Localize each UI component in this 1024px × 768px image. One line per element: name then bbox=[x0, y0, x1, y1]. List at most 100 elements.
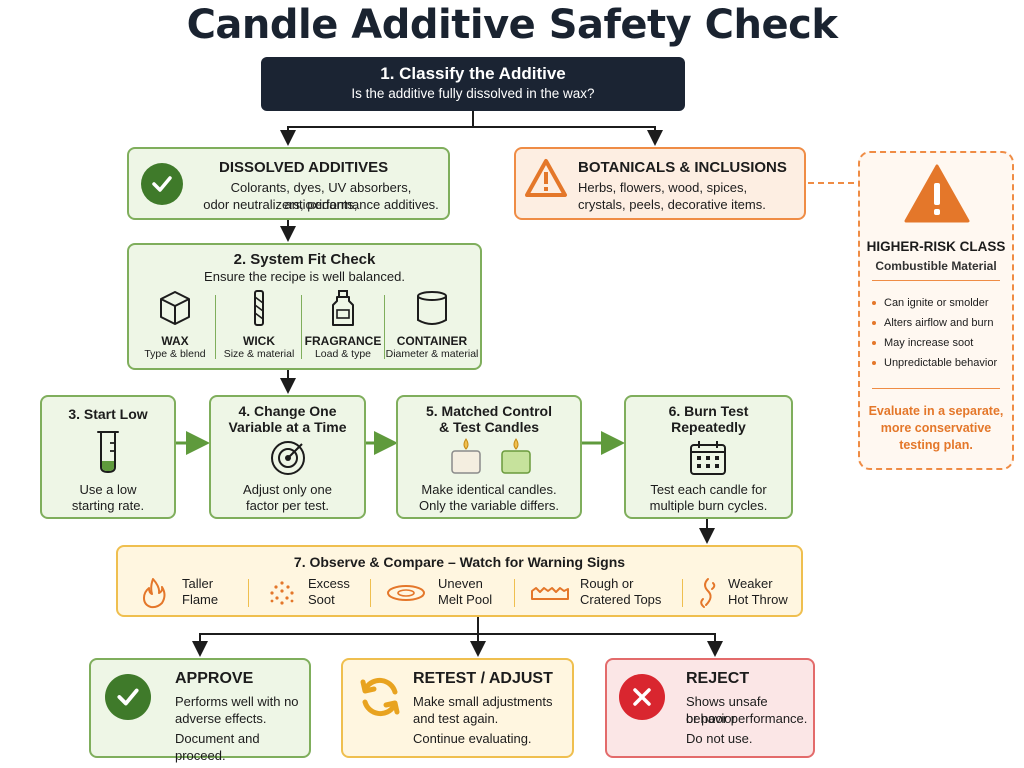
candles-icon bbox=[444, 437, 540, 475]
sign-line1: Taller bbox=[182, 576, 214, 591]
warning-sign-hot-throw: Weaker Hot Throw bbox=[696, 575, 801, 611]
wick-item: WICK Size & material bbox=[217, 289, 301, 367]
reject-box: REJECT Shows unsafe behavior or poor per… bbox=[605, 658, 815, 758]
step5-line1: Make identical candles. bbox=[421, 482, 557, 497]
sign-line2: Cratered Tops bbox=[580, 592, 662, 607]
warning-sign-melt-pool: Uneven Melt Pool bbox=[386, 575, 516, 611]
step3-line1: Use a low bbox=[79, 482, 137, 497]
divider bbox=[301, 295, 302, 359]
step2-title: 2. System Fit Check bbox=[233, 251, 376, 268]
approve-line3: Document and proceed. bbox=[175, 731, 260, 763]
wick-icon bbox=[254, 290, 264, 326]
reject-line2: or poor performance. bbox=[686, 711, 808, 726]
rough-surface-icon bbox=[531, 587, 569, 600]
risk-bullet: Alters airflow and burn bbox=[872, 317, 993, 329]
divider bbox=[682, 579, 683, 607]
approve-line1: Performs well with no bbox=[175, 694, 299, 709]
reject-line3: Do not use. bbox=[686, 731, 753, 746]
wick-label: WICK bbox=[243, 334, 275, 348]
x-close-icon bbox=[619, 674, 665, 720]
container-label: CONTAINER bbox=[396, 334, 468, 348]
approve-title: APPROVE bbox=[175, 670, 254, 687]
step5-box: 5. Matched Control& Test Candles Make id… bbox=[396, 395, 582, 519]
risk-bullet: Unpredictable behavior bbox=[872, 357, 997, 369]
target-icon bbox=[269, 439, 307, 477]
approve-line2: adverse effects. bbox=[175, 711, 267, 726]
divider bbox=[872, 280, 1000, 281]
retest-line2: and test again. bbox=[413, 711, 499, 726]
step4-line1: Adjust only one bbox=[243, 482, 332, 497]
divider bbox=[384, 295, 385, 359]
approve-box: APPROVE Performs well with no adverse ef… bbox=[89, 658, 311, 763]
step3-box: 3. Start Low Use a low starting rate. bbox=[40, 395, 176, 519]
dissolved-additives-box: DISSOLVED ADDITIVES Colorants, dyes, UV … bbox=[127, 147, 450, 220]
dissolved-line1: Colorants, dyes, UV absorbers, antioxida… bbox=[230, 180, 412, 212]
botanicals-box: BOTANICALS & INCLUSIONS Herbs, flowers, … bbox=[514, 147, 806, 220]
retest-box: RETEST / ADJUST Make small adjustments a… bbox=[341, 658, 574, 758]
melt-pool-icon bbox=[387, 585, 425, 601]
sign-line2: Flame bbox=[182, 592, 219, 607]
warning-sign-soot: Excess Soot bbox=[268, 575, 378, 611]
step4-line2: factor per test. bbox=[245, 498, 330, 513]
step1-question: Is the additive fully dissolved in the w… bbox=[351, 86, 595, 101]
sign-line1: Rough or bbox=[580, 576, 634, 591]
higher-risk-box: HIGHER-RISK CLASS Combustible Material C… bbox=[858, 151, 1014, 470]
wick-sub: Size & material bbox=[223, 348, 295, 360]
botanicals-line2: crystals, peels, decorative items. bbox=[578, 197, 766, 212]
divider bbox=[248, 579, 249, 607]
retest-line3: Continue evaluating. bbox=[413, 731, 532, 746]
step3-line2: starting rate. bbox=[71, 498, 145, 513]
sign-line1: Excess bbox=[308, 576, 350, 591]
sign-line1: Weaker bbox=[728, 576, 773, 591]
divider bbox=[370, 579, 371, 607]
refresh-icon bbox=[357, 674, 403, 720]
soot-icon bbox=[270, 581, 294, 605]
warning-icon bbox=[524, 157, 568, 201]
container-icon bbox=[417, 291, 447, 325]
checkmark-icon bbox=[105, 674, 151, 720]
sign-line2: Hot Throw bbox=[728, 592, 788, 607]
warning-sign-rough-tops: Rough or Cratered Tops bbox=[530, 575, 680, 611]
wax-item: WAX Type & blend bbox=[135, 289, 215, 367]
scent-wave-icon bbox=[700, 578, 716, 608]
warning-sign-flame: Taller Flame bbox=[140, 575, 260, 611]
retest-line1: Make small adjustments bbox=[413, 694, 553, 709]
risk-note: Evaluate in a separate, more conservativ… bbox=[868, 404, 1004, 452]
sign-line2: Soot bbox=[308, 592, 335, 607]
step2-box: 2. System Fit Check Ensure the recipe is… bbox=[127, 243, 482, 370]
botanicals-title: BOTANICALS & INCLUSIONS bbox=[578, 159, 787, 176]
botanicals-line1: Herbs, flowers, wood, spices, bbox=[578, 180, 748, 195]
step1-title: 1. Classify the Additive bbox=[380, 64, 566, 83]
step5-title: 5. Matched Control& Test Candles bbox=[425, 403, 552, 435]
step5-line2: Only the variable differs. bbox=[419, 498, 559, 513]
fragrance-sub: Load & type bbox=[314, 348, 372, 360]
beaker-icon bbox=[90, 429, 126, 475]
container-item: CONTAINER Diameter & material bbox=[385, 289, 479, 367]
checkmark-icon bbox=[141, 163, 183, 205]
reject-line1: Shows unsafe behavior bbox=[686, 694, 768, 726]
step7-title: 7. Observe & Compare – Watch for Warning… bbox=[293, 554, 626, 570]
wax-label: WAX bbox=[161, 334, 189, 348]
divider bbox=[514, 579, 515, 607]
container-sub: Diameter & material bbox=[385, 348, 479, 360]
page-title: Candle Additive Safety Check bbox=[186, 2, 838, 48]
sign-line1: Uneven bbox=[438, 576, 483, 591]
retest-title: RETEST / ADJUST bbox=[413, 670, 553, 687]
fragrance-item: FRAGRANCE Load & type bbox=[303, 289, 383, 367]
dissolved-title: DISSOLVED ADDITIVES bbox=[219, 159, 389, 176]
fragrance-label: FRAGRANCE bbox=[304, 334, 382, 348]
sign-line2: Melt Pool bbox=[438, 592, 493, 607]
wax-sub: Type & blend bbox=[144, 348, 206, 360]
step6-line1: Test each candle for bbox=[650, 482, 767, 497]
step3-title: 3. Start Low bbox=[68, 406, 148, 422]
risk-bullet: Can ignite or smolder bbox=[872, 297, 989, 309]
step1-box: 1. Classify the Additive Is the additive… bbox=[261, 57, 685, 111]
risk-title: HIGHER-RISK CLASS bbox=[866, 239, 1006, 254]
step7-box: 7. Observe & Compare – Watch for Warning… bbox=[116, 545, 803, 617]
reject-title: REJECT bbox=[686, 670, 750, 687]
